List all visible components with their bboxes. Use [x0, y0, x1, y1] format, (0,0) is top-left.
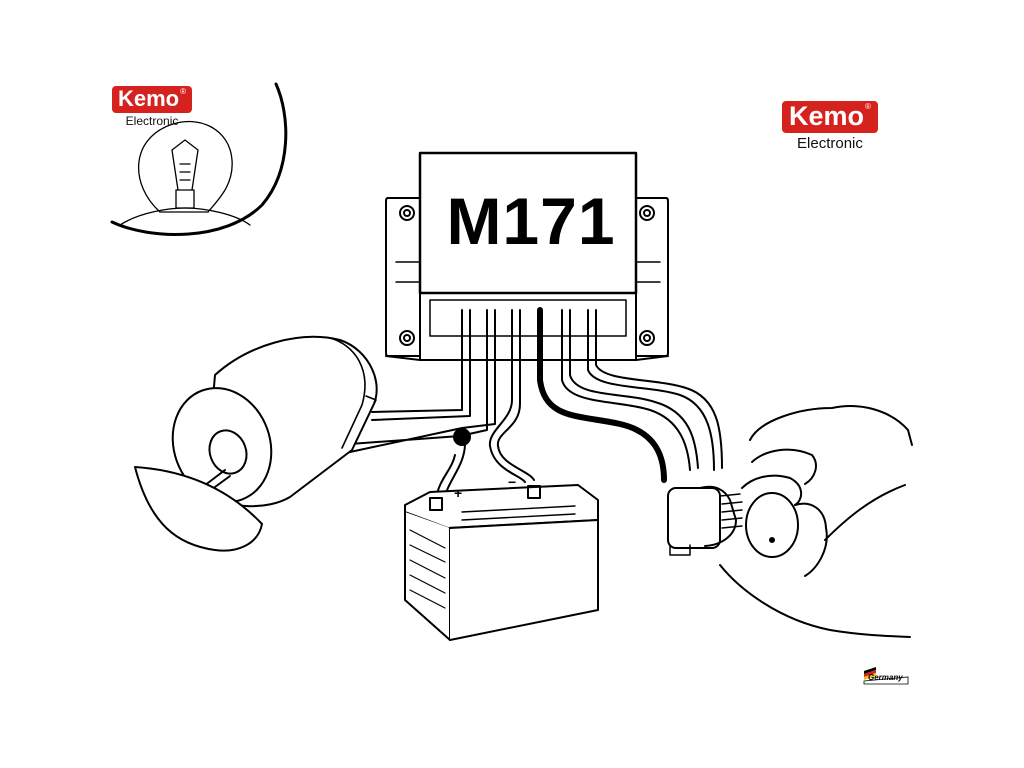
potentiometer [667, 485, 799, 558]
hand [719, 405, 913, 638]
battery [404, 484, 599, 641]
battery-plus: + [454, 485, 462, 501]
registered-mark: ® [865, 102, 871, 111]
logo-wordmark: Kemo® [782, 101, 878, 133]
logo-text: Kemo [789, 101, 865, 131]
logo-subtitle: Electronic [797, 135, 863, 152]
germany-flag-icon [863, 667, 909, 685]
module-label: M171 [446, 184, 616, 258]
kemo-logo-large: Kemo® Electronic [782, 101, 878, 152]
logo-text: Kemo [118, 86, 180, 111]
germany-badge-text: Germany [868, 673, 903, 682]
kemo-logo-small: Kemo® Electronic [112, 86, 193, 128]
lamp-inset [110, 82, 288, 237]
wires [349, 307, 723, 503]
module-m171 [385, 151, 669, 361]
logo-subtitle: Electronic [125, 114, 179, 128]
dc-motor [134, 336, 378, 552]
logo-wordmark: Kemo® [112, 86, 193, 113]
registered-mark: ® [180, 87, 187, 96]
battery-minus: − [508, 474, 516, 490]
lamp-icon [119, 120, 251, 226]
